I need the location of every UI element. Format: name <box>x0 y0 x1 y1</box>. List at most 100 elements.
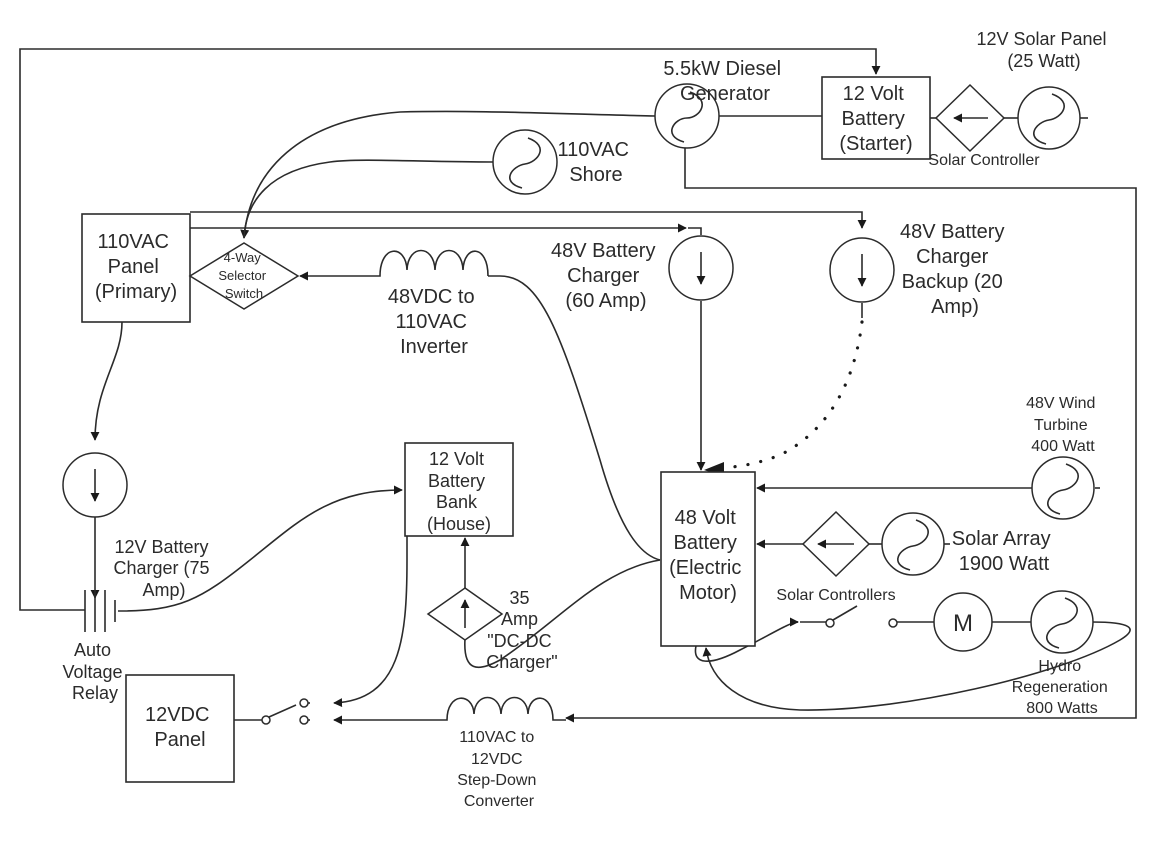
sine-glyph <box>897 519 929 571</box>
sine-glyph <box>509 137 541 189</box>
label-line: Voltage <box>62 662 122 682</box>
svg-text:M: M <box>953 610 973 637</box>
label-line: Solar Controller <box>928 152 1040 169</box>
switch-diamond-icon <box>188 242 300 310</box>
label-line: Battery <box>428 471 485 491</box>
motor-glyph: M <box>953 610 973 637</box>
stepdown-converter[interactable]: 110VAC to 12VDC Step-Down Converter <box>446 696 566 811</box>
battery-48v[interactable]: 48 Volt Battery (Electric Motor) <box>660 471 756 647</box>
wire-generator-to-stepdown <box>565 148 1137 723</box>
house-battery-bank[interactable]: 12 Volt Battery Bank (House) <box>404 442 514 537</box>
label-line: Charger <box>916 246 989 268</box>
charger-48v-backup[interactable]: 48V Battery Charger Backup (20 Amp) <box>829 221 1010 318</box>
label-line: (Starter) <box>839 133 912 155</box>
wire-charger60-stub <box>688 227 702 235</box>
label-line: Shore <box>569 164 622 186</box>
svg-text:4-Way Selector Swi: 4-Way Selector Switch <box>218 250 269 301</box>
starter-battery[interactable]: 12 Volt Battery (Starter) <box>821 76 931 160</box>
dc-panel[interactable]: 12VDC Panel <box>125 674 235 783</box>
motor-switch[interactable] <box>825 605 898 628</box>
wire-inverter-to-48v-battery <box>488 275 661 561</box>
solar-array-controller[interactable] <box>801 510 871 578</box>
label-line: 48 Volt <box>675 507 737 529</box>
label-line: 1900 Watt <box>959 553 1050 575</box>
label-line: 110VAC <box>557 139 629 161</box>
switch-contact-icon <box>825 618 835 628</box>
wire-panel-to-backup-charger <box>190 211 867 229</box>
label-line: Switch <box>225 286 263 301</box>
label-line: Solar Array <box>952 528 1051 550</box>
switch-contact-icon <box>261 715 271 725</box>
label-line: 110VAC <box>395 311 467 333</box>
svg-text:12 Volt Battery (S: 12 Volt Battery (Starter) <box>839 83 912 155</box>
svg-text:110VAC Panel (Prim: 110VAC Panel (Primary) <box>95 231 177 303</box>
svg-text:12VDC Panel: 12VDC Panel <box>145 704 215 751</box>
label-line: Hydro <box>1038 658 1081 675</box>
solar-array[interactable]: Solar Array 1900 Watt <box>881 512 1057 576</box>
switch-lever-icon <box>268 704 297 718</box>
electric-motor[interactable]: M <box>933 592 993 652</box>
sine-glyph <box>1033 93 1065 145</box>
label-line: 12 Volt <box>429 449 484 469</box>
label-line: Inverter <box>400 336 468 358</box>
wire-battery-to-motor-switch <box>694 621 799 662</box>
ac-source-icon <box>654 83 720 149</box>
auto-voltage-relay[interactable]: Auto Voltage Relay <box>62 590 127 703</box>
inverter[interactable]: 48VDC to 110VAC Inverter <box>378 249 489 359</box>
svg-text:48V Wind Turbine 4: 48V Wind Turbine 400 Watt <box>1026 395 1100 455</box>
label-line: Auto <box>74 640 111 660</box>
label-line: Amp <box>501 609 538 629</box>
svg-text:Solar Array 1900 Watt: Solar Array 1900 Watt <box>952 528 1057 575</box>
sine-glyph <box>671 91 703 143</box>
svg-text:12 Volt Battery Ba: 12 Volt Battery Bank (House) <box>427 449 491 534</box>
label-line: 12V Battery <box>114 537 208 557</box>
solar-controller-top[interactable]: Solar Controller <box>928 83 1040 169</box>
solar-controllers-label: Solar Controllers <box>776 587 895 604</box>
shore-power[interactable]: 110VAC Shore <box>492 129 635 195</box>
sine-glyph <box>1047 463 1079 515</box>
wire-hydro-to-battery <box>702 621 1131 711</box>
svg-text:Hydro Regeneration: Hydro Regeneration 800 Watts <box>1012 658 1113 717</box>
label-line: 35 <box>509 588 529 608</box>
label-line: 48VDC to <box>388 286 475 308</box>
label-line: 400 Watt <box>1031 438 1095 455</box>
charger-12v-75amp[interactable]: 12V Battery Charger (75 Amp) <box>62 452 215 600</box>
label-line: 12 Volt <box>843 83 905 105</box>
ac-source-icon <box>1030 590 1094 654</box>
wire-house-battery-to-switch <box>333 536 408 708</box>
svg-text:12V Battery Charger (75: 12V Battery Charger (75 Amp) <box>113 537 214 600</box>
ac-source-icon <box>1017 86 1081 150</box>
svg-text:Auto Voltage Relay: Auto Voltage Relay <box>62 640 127 703</box>
label-line: 48V Battery <box>551 240 656 262</box>
charger-48v-60amp[interactable]: 48V Battery Charger (60 Amp) <box>551 235 734 312</box>
svg-text:48VDC to 110VAC In: 48VDC to 110VAC Inverter <box>388 286 480 358</box>
ac-panel-primary[interactable]: 110VAC Panel (Primary) <box>81 213 191 323</box>
label-line: Battery <box>674 532 737 554</box>
selector-switch[interactable]: 4-Way Selector Switch <box>188 242 300 310</box>
label-line: Converter <box>464 793 535 810</box>
svg-text:110VAC Shore: 110VAC Shore <box>557 139 634 186</box>
label-line: 110VAC <box>97 231 169 253</box>
solar-panel-12v[interactable]: 12V Solar Panel (25 Watt) <box>976 29 1111 150</box>
svg-text:35 Amp "DC-DC: 35 Amp "DC-DC Charger" <box>486 588 557 672</box>
label-line: (Primary) <box>95 281 177 303</box>
label-line: Amp) <box>931 296 979 318</box>
wire-backup-dotted <box>718 320 864 470</box>
wire-dcdc-to-48v-battery <box>464 559 661 669</box>
inductor-icon <box>378 249 489 277</box>
label-line: Charger" <box>486 652 557 672</box>
dc-source-switch[interactable] <box>261 698 309 725</box>
label-line: Motor) <box>679 582 737 604</box>
label-line: 110VAC to <box>459 729 534 746</box>
label-line: 12VDC <box>471 751 523 768</box>
label-line: (60 Amp) <box>565 290 646 312</box>
label-line: Panel <box>154 729 205 751</box>
diesel-generator[interactable]: 5.5kW Diesel Generator <box>654 58 787 149</box>
label-line: Amp) <box>142 580 185 600</box>
label-line: Turbine <box>1034 417 1088 434</box>
wind-turbine[interactable]: 48V Wind Turbine 400 Watt <box>1026 395 1100 520</box>
label-line: Battery <box>842 108 905 130</box>
label-line: 48V Wind <box>1026 395 1095 412</box>
hydro-regeneration[interactable]: Hydro Regeneration 800 Watts <box>1012 590 1113 717</box>
dcdc-charger[interactable]: 35 Amp "DC-DC Charger" <box>426 587 558 672</box>
